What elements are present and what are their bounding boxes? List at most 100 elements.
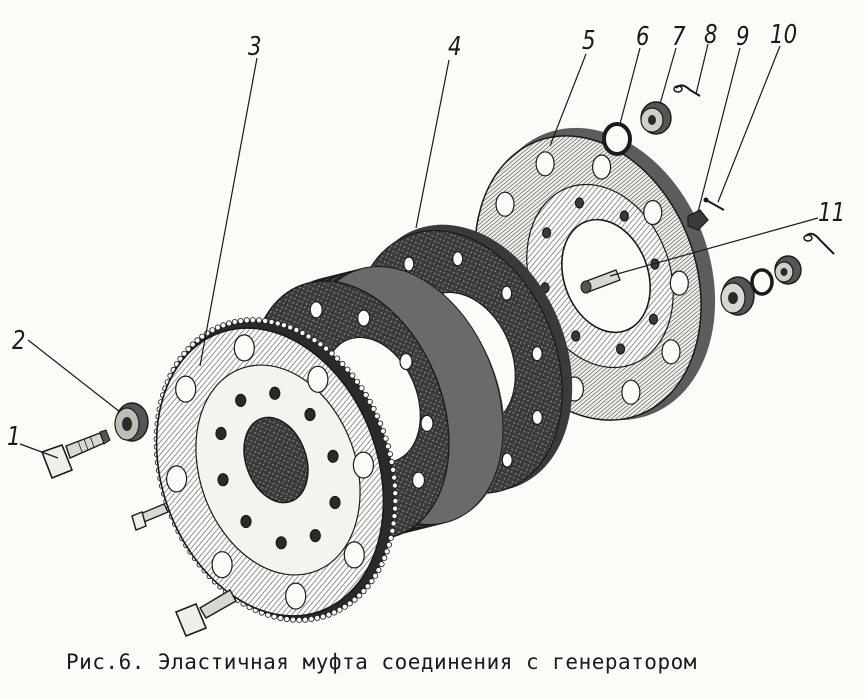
leader-10 xyxy=(717,45,781,203)
gear-tooth xyxy=(220,322,227,329)
gear-tooth xyxy=(336,606,343,613)
flywheel-hole xyxy=(307,365,329,393)
gear-tooth xyxy=(305,333,312,340)
flywheel-hole xyxy=(166,465,188,493)
callout-10: 10 xyxy=(770,20,798,50)
gear-tooth xyxy=(293,326,300,333)
gear-tooth xyxy=(380,427,387,434)
gear-tooth xyxy=(209,327,216,334)
flywheel-bolt-hole xyxy=(240,514,252,529)
flywheel-bolt-hole xyxy=(304,407,316,422)
gear-tooth xyxy=(237,317,244,324)
stack-hole xyxy=(420,414,434,432)
stack-hole xyxy=(411,471,426,489)
gear-tooth xyxy=(189,341,196,348)
flywheel-bolt-hole xyxy=(269,386,281,400)
callout-8: 8 xyxy=(704,20,718,50)
flywheel-hole xyxy=(175,375,197,403)
gear-tooth xyxy=(389,527,396,534)
gear-tooth xyxy=(314,615,321,622)
gear-tooth xyxy=(386,451,393,458)
flange-hole xyxy=(495,191,515,217)
gear-tooth xyxy=(280,322,287,329)
leader-4 xyxy=(415,59,450,229)
leader-7 xyxy=(659,47,677,105)
gear-tooth xyxy=(373,413,380,420)
flange-hole xyxy=(643,199,663,226)
gear-tooth xyxy=(387,534,394,541)
gear-tooth xyxy=(372,572,379,579)
flange-bolt-hole xyxy=(541,227,552,239)
gear-tooth xyxy=(354,378,361,385)
callout-3: 3 xyxy=(248,32,262,62)
figure-caption: Рис.6. Эластичная муфта соединения с ген… xyxy=(66,650,697,674)
gear-tooth xyxy=(370,405,377,412)
gear-tooth xyxy=(349,372,356,379)
gear-tooth xyxy=(317,341,324,348)
flywheel-bolt-hole xyxy=(309,528,321,543)
pin-part-10 xyxy=(703,197,725,211)
gear-tooth xyxy=(381,554,388,561)
leader-3 xyxy=(199,57,258,367)
gear-tooth xyxy=(185,345,192,352)
washer-part-6 xyxy=(602,122,632,156)
gear-tooth xyxy=(199,333,206,340)
gear-tooth xyxy=(319,613,326,620)
gear-tooth xyxy=(287,324,294,331)
disc-hole xyxy=(403,256,415,272)
flange-hole xyxy=(535,151,555,177)
gear-tooth xyxy=(346,600,353,607)
leader-lines xyxy=(19,43,819,459)
gear-tooth xyxy=(391,474,398,481)
gear-tooth xyxy=(377,420,384,427)
leader-8 xyxy=(695,43,709,95)
gear-tooth xyxy=(268,318,275,325)
gear-tooth xyxy=(262,317,269,324)
disc-hole xyxy=(531,346,543,362)
flywheel-hole xyxy=(211,551,233,579)
leader-11 xyxy=(609,217,819,277)
gear-tooth xyxy=(383,548,390,555)
leader-6 xyxy=(619,47,641,125)
gear-tooth xyxy=(225,320,232,327)
gear-tooth xyxy=(385,541,392,548)
flange-hole xyxy=(669,270,689,296)
flywheel-bolt-hole xyxy=(327,449,339,463)
flywheel-bolt-hole xyxy=(329,495,341,510)
flywheel-bolt-hole xyxy=(215,426,227,441)
gear-tooth xyxy=(368,578,375,585)
gear-tooth xyxy=(392,497,399,504)
flywheel-hole xyxy=(352,451,374,479)
flange-bolt-hole xyxy=(648,313,659,325)
gear-tooth xyxy=(323,345,330,352)
gear-tooth xyxy=(331,609,338,616)
gear-tooth xyxy=(392,490,399,497)
disc-hole xyxy=(531,409,543,425)
gear-tooth xyxy=(378,561,385,568)
gear-tooth xyxy=(360,588,367,595)
callout-5: 5 xyxy=(582,26,596,56)
gear-tooth xyxy=(382,435,389,442)
leader-5 xyxy=(549,53,587,147)
castle-nut-part-7 xyxy=(640,101,672,135)
stack-hole xyxy=(309,301,323,319)
stack-hole xyxy=(357,309,371,327)
disc-hole xyxy=(452,251,464,267)
gear-tooth xyxy=(344,366,351,373)
flywheel-bolt-hole xyxy=(235,393,247,407)
gear-tooth xyxy=(339,360,346,367)
bolt-lower-left xyxy=(174,589,237,638)
gear-tooth xyxy=(277,615,284,622)
gear-tooth xyxy=(296,616,303,623)
flange-hole xyxy=(621,379,641,405)
leader-9 xyxy=(697,47,741,213)
callout-9: 9 xyxy=(736,22,750,52)
flywheel-bolt-hole xyxy=(275,536,287,550)
flange-bolt-hole xyxy=(574,197,585,209)
gear-tooth xyxy=(375,567,382,574)
gear-tooth xyxy=(384,443,391,450)
gear-tooth xyxy=(358,385,365,392)
gear-tooth xyxy=(366,398,373,405)
